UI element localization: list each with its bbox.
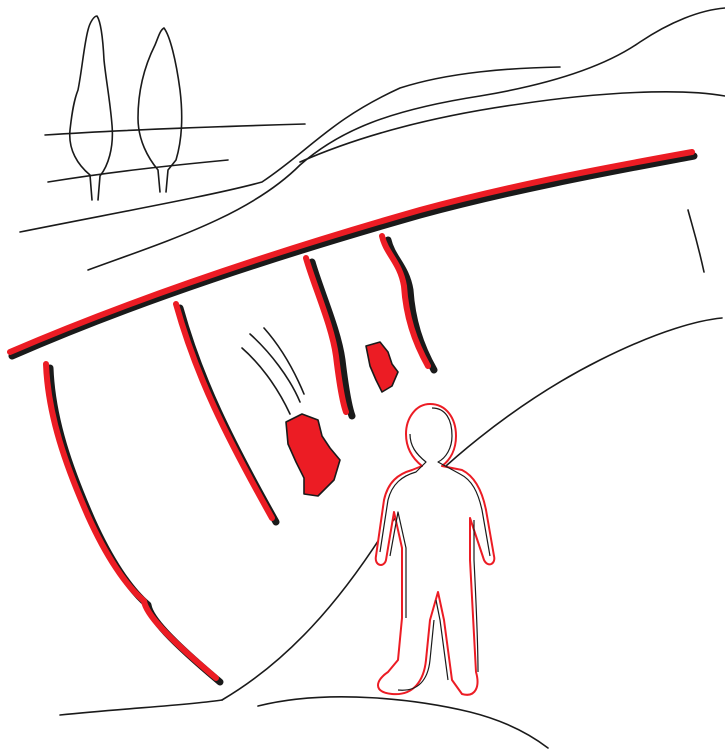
cypress-tree-icon bbox=[70, 16, 113, 200]
right-cliff-edge bbox=[688, 210, 704, 272]
cliff-face-fractures bbox=[46, 236, 434, 682]
ground-line-left bbox=[60, 700, 222, 715]
field-line-3 bbox=[20, 67, 560, 232]
field-line-2 bbox=[48, 160, 228, 182]
fracture-line-3 bbox=[382, 236, 434, 370]
human-figure-icon bbox=[376, 404, 495, 695]
field-line-5 bbox=[300, 92, 725, 162]
field-line-1 bbox=[45, 124, 305, 135]
fracture-line-2 bbox=[306, 258, 352, 416]
field-line-4 bbox=[88, 8, 725, 270]
ground-line-right bbox=[258, 697, 548, 748]
background-landscape bbox=[20, 8, 725, 748]
motion-lines bbox=[242, 328, 304, 414]
rock-fragment-icon bbox=[286, 414, 340, 496]
rock-fragment-icon bbox=[366, 342, 398, 392]
cliff-left-edge bbox=[46, 364, 220, 682]
cliff-top-edge bbox=[10, 152, 694, 356]
fracture-line-1 bbox=[176, 304, 276, 522]
